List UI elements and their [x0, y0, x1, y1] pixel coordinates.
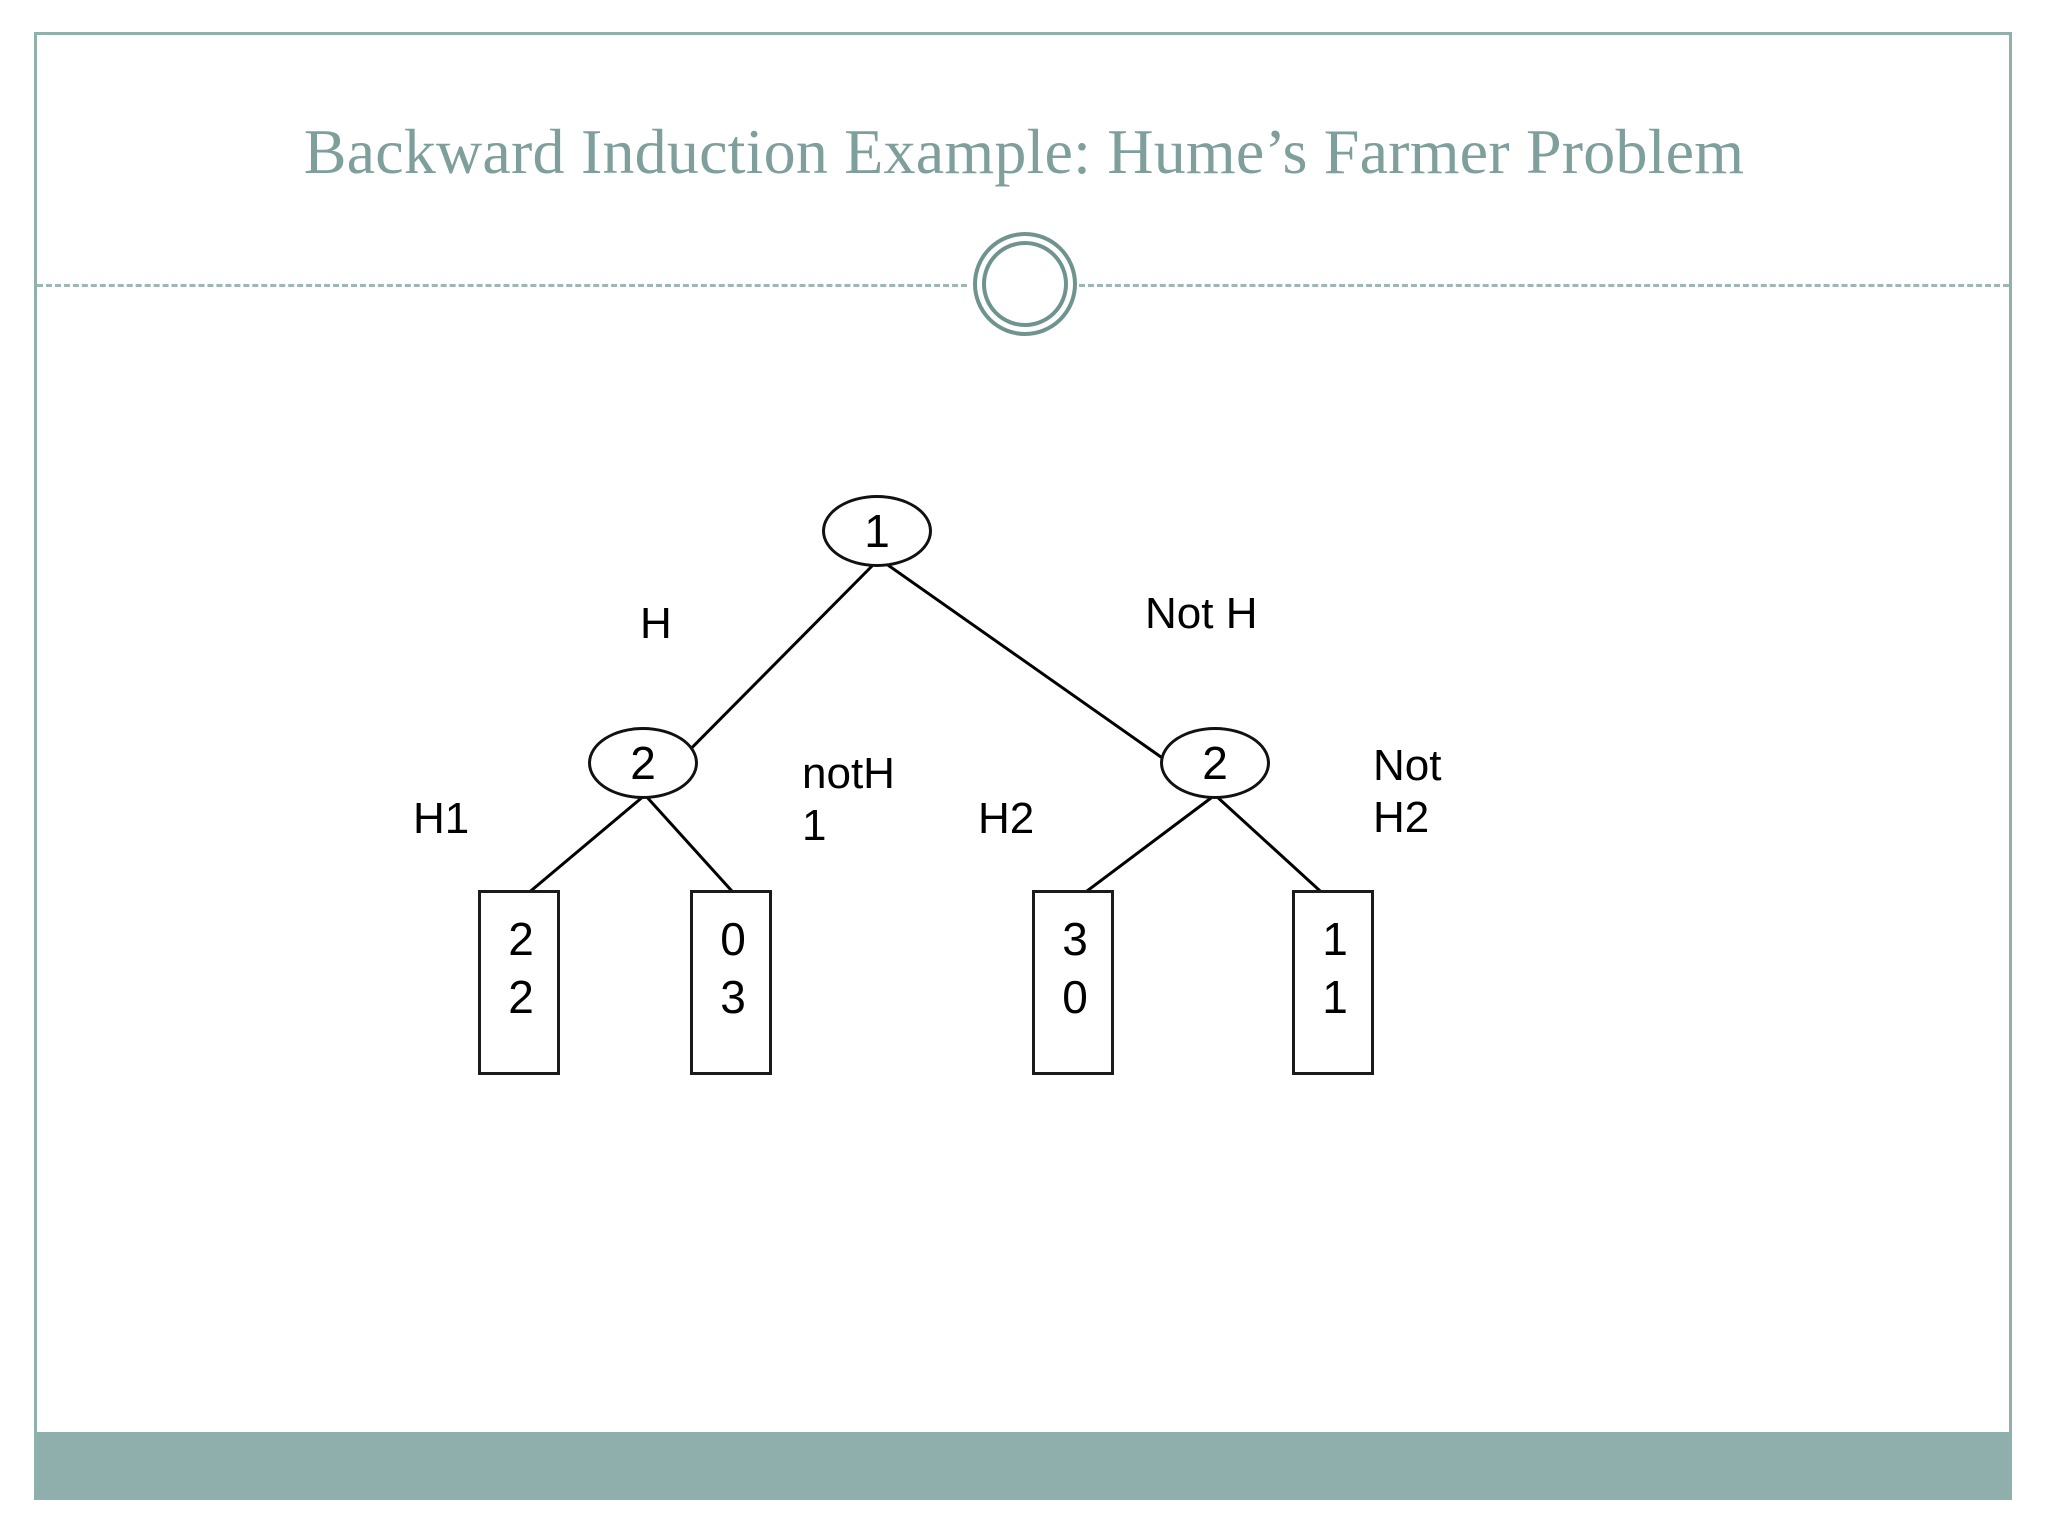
payoff-box-leaf2[interactable]: 0 3 — [690, 890, 772, 1075]
edge-label-h2: H2 — [978, 794, 1035, 843]
edge-label-not-h: Not H — [1145, 589, 1258, 638]
payoff-value-player2: 1 — [1322, 970, 1348, 1023]
divider-dash-left — [37, 284, 967, 287]
ring-inner-icon — [982, 241, 1068, 327]
payoff-value-player2: 2 — [508, 970, 534, 1023]
edge-label-h1: H1 — [413, 794, 470, 843]
payoff-value-player1: 0 — [720, 913, 746, 965]
double-ring-icon — [973, 232, 1077, 336]
payoff-box-leaf1[interactable]: 2 2 — [478, 890, 560, 1075]
tree-node-right-label: 2 — [1202, 737, 1228, 789]
page-title: Backward Induction Example: Hume’s Farme… — [303, 116, 1745, 187]
tree-node-root[interactable]: 1 — [822, 495, 932, 567]
edge-label-noth1: notH 1 — [802, 749, 895, 850]
edge-label-h: H — [640, 599, 672, 648]
payoff-value-player1: 2 — [508, 913, 534, 965]
payoff-value-player2: 0 — [1062, 970, 1088, 1023]
divider-dash-right — [1079, 284, 2009, 287]
tree-node-right[interactable]: 2 — [1160, 727, 1270, 799]
tree-node-left-label: 2 — [630, 737, 656, 789]
payoff-box-leaf4[interactable]: 1 1 — [1292, 890, 1374, 1075]
edge-label-not-h2: Not H2 — [1373, 741, 1442, 842]
payoff-value-player1: 1 — [1322, 913, 1348, 965]
tree-node-left[interactable]: 2 — [588, 727, 698, 799]
footer-accent-bar — [37, 1432, 2009, 1500]
payoff-box-leaf3[interactable]: 3 0 — [1032, 890, 1114, 1075]
tree-node-root-label: 1 — [864, 505, 890, 557]
payoff-value-player1: 3 — [1062, 913, 1088, 965]
divider-line — [37, 284, 2009, 287]
payoff-value-player2: 3 — [720, 970, 746, 1023]
